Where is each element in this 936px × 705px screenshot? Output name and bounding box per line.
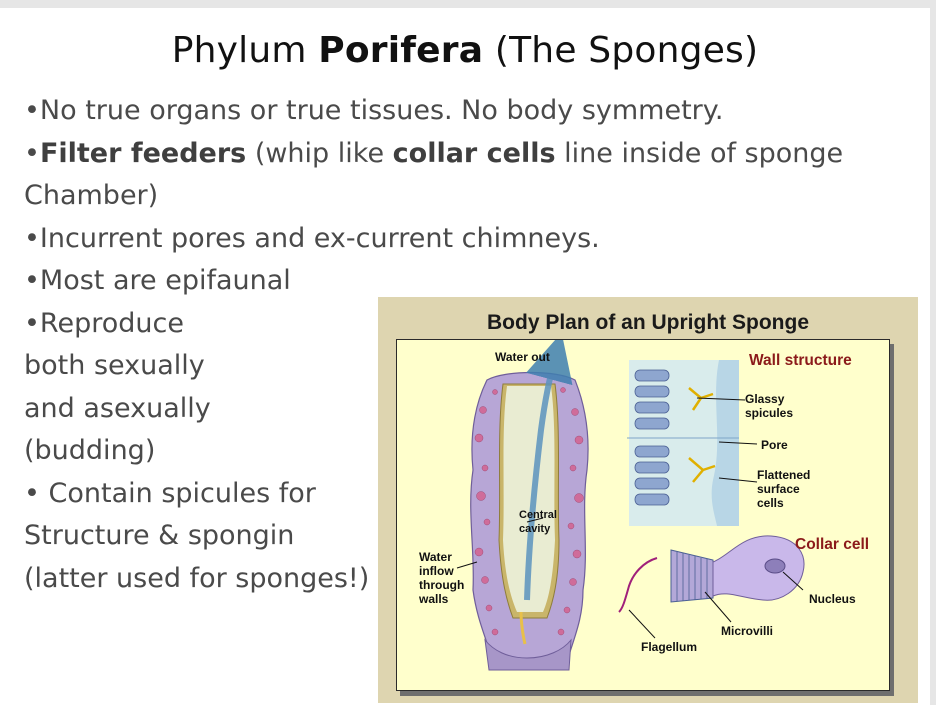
slide: Phylum Porifera (The Sponges) •No true o… <box>0 8 930 705</box>
title-part-2: (The Sponges) <box>483 30 759 71</box>
label-collar-cell: Collar cell <box>795 536 870 553</box>
bullet-line: and asexually <box>24 392 211 424</box>
bold-term-filter-feeders: Filter feeders <box>39 137 247 169</box>
label-wall-structure: Wall structure <box>749 352 852 369</box>
label-water-out: Water out <box>495 350 550 364</box>
bullet-text: (whip like <box>246 137 393 169</box>
bullet-mark: • <box>24 137 40 169</box>
sponge-illustration <box>456 340 805 671</box>
collar-cell-illustration <box>618 535 805 639</box>
bullet-line: Structure & spongin <box>24 520 295 551</box>
slide-title: Phylum Porifera (The Sponges) <box>0 30 930 71</box>
bullet-line: Chamber) <box>24 180 159 211</box>
label-flagellum: Flagellum <box>641 640 698 654</box>
bullet-list: •No true organs or true tissues. No body… <box>24 90 844 600</box>
bullet-line: (latter used for sponges!) <box>24 562 370 594</box>
bullet-line: •Filter feeders (whip like collar cells … <box>24 133 844 176</box>
bullet-line: (budding) <box>24 435 156 466</box>
bullet-line: • Contain spicules for <box>24 477 316 509</box>
bold-term-collar-cells: collar cells <box>392 137 556 169</box>
label-nucleus: Nucleus <box>809 592 856 606</box>
bullet-line: •Most are epifaunal <box>24 265 291 296</box>
bullet-line: both sexually <box>24 350 205 381</box>
bullet-line: •No true organs or true tissues. No body… <box>24 95 724 126</box>
title-bold: Porifera <box>318 30 484 71</box>
bullet-line: •Incurrent pores and ex-current chimneys… <box>24 222 600 254</box>
sponge-body <box>470 340 589 671</box>
figure-title: Body Plan of an Upright Sponge <box>487 311 809 334</box>
bullet-line: •Reproduce <box>24 307 184 339</box>
bullet-text: line inside of sponge <box>555 137 844 169</box>
label-pore: Pore <box>761 438 788 452</box>
title-part-1: Phylum <box>171 30 319 71</box>
sponge-diagram-figure: Body Plan of an Upright Sponge <box>378 297 918 703</box>
wall-structure-inset <box>627 360 758 526</box>
label-microvilli: Microvilli <box>721 624 774 638</box>
